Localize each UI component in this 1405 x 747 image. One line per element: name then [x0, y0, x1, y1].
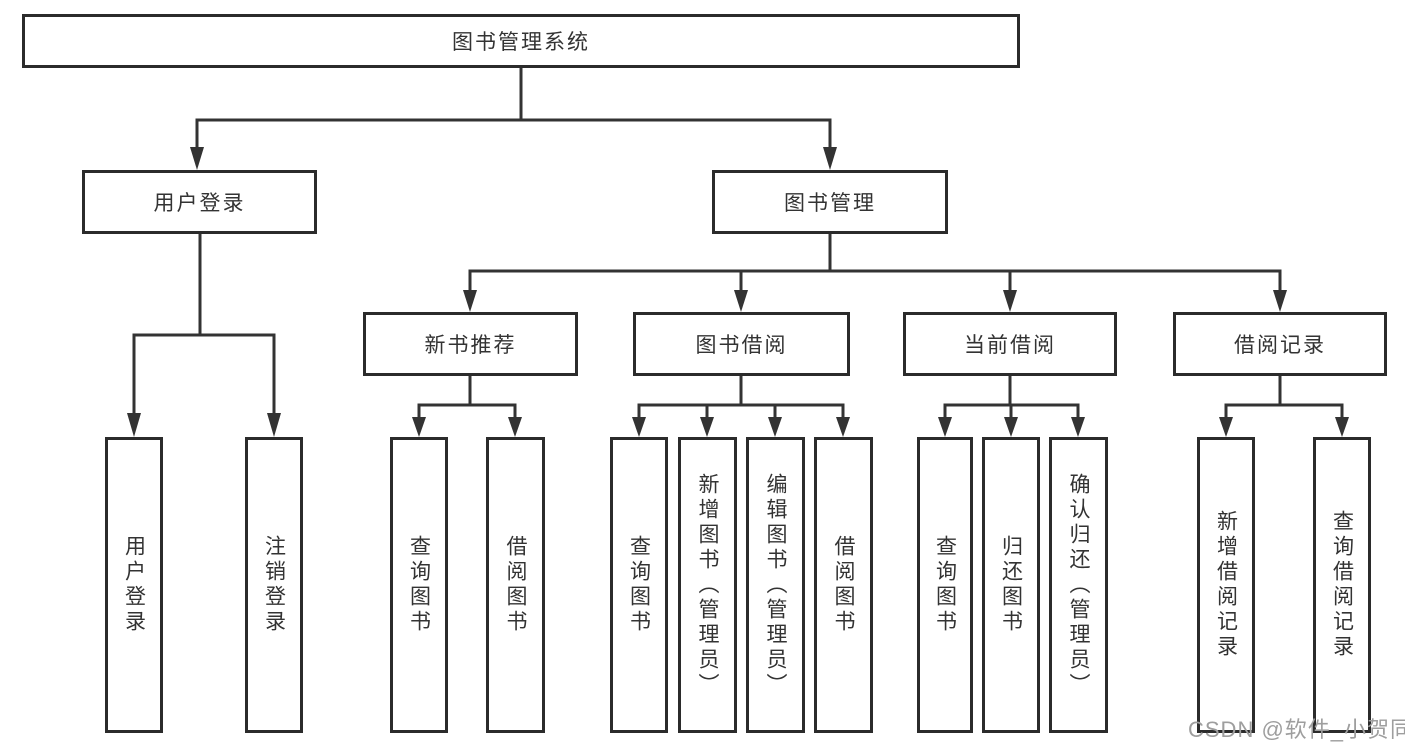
node-leaf-logout: 注销登录: [245, 437, 303, 733]
node-book-borrowing: 图书借阅: [633, 312, 850, 376]
node-user-login-branch: 用户登录: [82, 170, 317, 234]
node-leaf-add-books-admin: 新增图书（管理员）: [678, 437, 737, 733]
node-root-library-system: 图书管理系统: [22, 14, 1020, 68]
node-leaf-user-login: 用户登录: [105, 437, 163, 733]
node-leaf-borrow-books: 借阅图书: [814, 437, 873, 733]
node-borrowing-records: 借阅记录: [1173, 312, 1387, 376]
node-leaf-query-books-recommend: 查询图书: [390, 437, 448, 733]
node-leaf-query-borrow-record: 查询借阅记录: [1313, 437, 1371, 733]
node-leaf-borrow-books-recommend: 借阅图书: [486, 437, 545, 733]
node-leaf-edit-books-admin: 编辑图书（管理员）: [746, 437, 805, 733]
node-leaf-return-books: 归还图书: [982, 437, 1040, 733]
node-current-borrowing: 当前借阅: [903, 312, 1117, 376]
node-new-book-recommend: 新书推荐: [363, 312, 578, 376]
node-leaf-add-borrow-record: 新增借阅记录: [1197, 437, 1255, 733]
node-book-management-branch: 图书管理: [712, 170, 948, 234]
node-leaf-query-books-borrow: 查询图书: [610, 437, 668, 733]
node-leaf-confirm-return-admin: 确认归还（管理员）: [1049, 437, 1108, 733]
watermark: CSDN @软件_小贺同学: [1188, 717, 1405, 742]
node-leaf-query-books-current: 查询图书: [917, 437, 973, 733]
